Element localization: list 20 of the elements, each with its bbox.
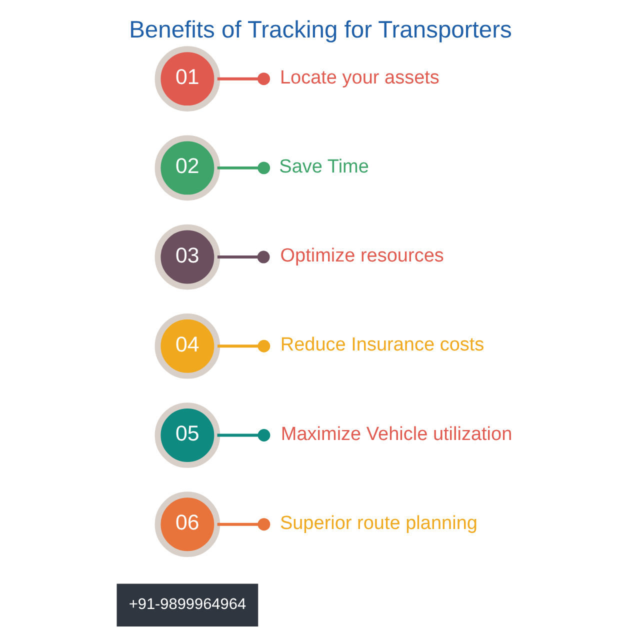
node-circle: 05 — [154, 402, 220, 468]
node-text: Save Time — [278, 156, 368, 178]
connector — [216, 250, 270, 264]
node-circle: 04 — [154, 313, 220, 379]
connector — [216, 429, 270, 442]
node-circle: 03 — [154, 224, 220, 290]
connector — [217, 340, 270, 352]
connector — [216, 162, 270, 174]
node-circle: 06 — [154, 492, 220, 558]
node-circle: 01 — [154, 46, 220, 112]
diagram-title: Benefits of Tracking for Transporters — [128, 16, 512, 44]
label: +91-9899964964 — [128, 596, 246, 614]
node-text: Reduce Insurance costs — [280, 334, 484, 356]
connector — [216, 518, 270, 531]
connector — [216, 72, 270, 86]
node-text: Locate your assets — [279, 67, 439, 88]
node-text: Maximize Vehicle utilization — [280, 424, 512, 445]
node-text: Superior route planning — [279, 512, 477, 534]
node-text: Optimize resources — [280, 246, 444, 267]
node-circle: 02 — [154, 135, 220, 201]
